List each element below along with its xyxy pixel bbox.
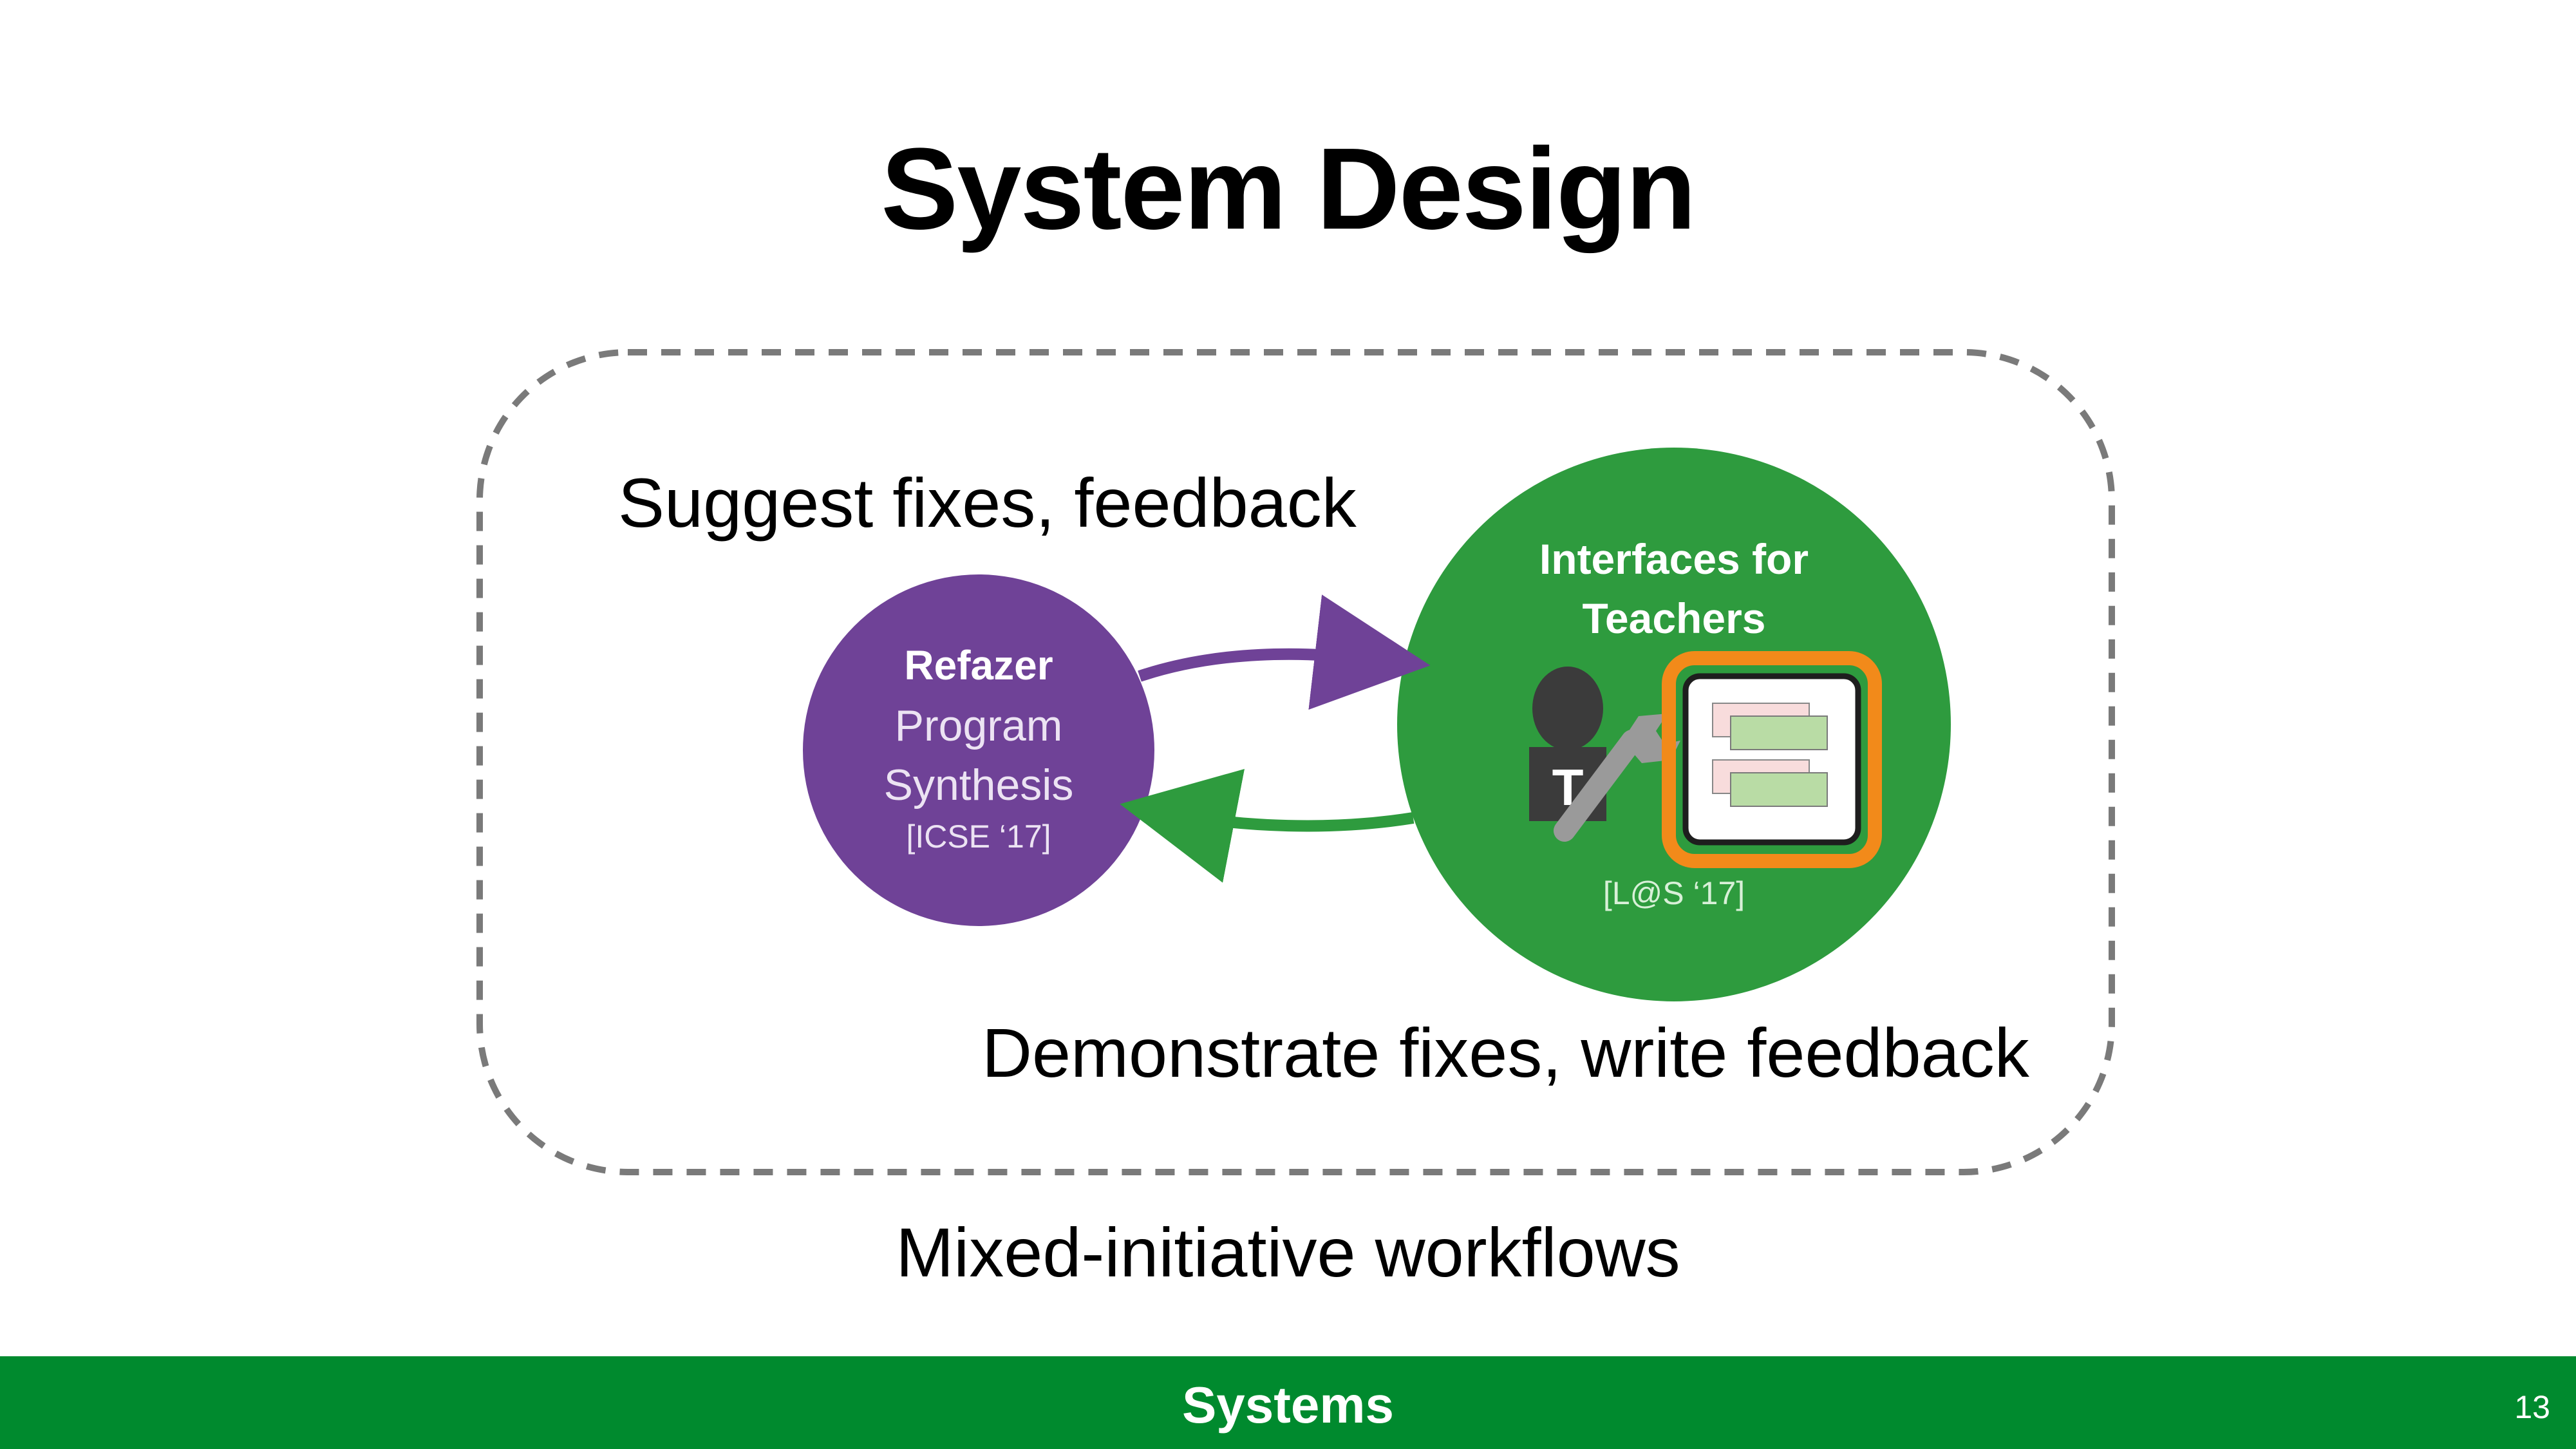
refazer-line-1: Program [894,701,1063,750]
workflow-boundary [476,349,2115,1175]
page-number: 13 [2514,1389,2550,1425]
refazer-citation: [ICSE ‘17] [906,819,1051,855]
mixed-initiative-label: Mixed-initiative workflows [896,1213,1680,1291]
refazer-circle [803,574,1154,926]
teachers-citation: [L@S ‘17] [1603,875,1745,911]
suggest-arrow [1138,594,1431,710]
demonstrate-label: Demonstrate fixes, write feedback [982,1014,2029,1092]
refazer-name: Refazer [904,642,1053,688]
code-diff-icon [1662,651,1882,868]
teachers-line-2: Teachers [1582,594,1766,642]
footer-bar: Systems 13 [0,1356,2576,1449]
refazer-line-2: Synthesis [883,761,1074,810]
teachers-line-1: Interfaces for [1539,535,1809,583]
suggest-label: Suggest fixes, feedback [618,464,1357,542]
demonstrate-arrow [1120,768,1415,883]
footer-section-label: Systems [1181,1376,1395,1434]
slide-title: System Design [881,124,1697,254]
